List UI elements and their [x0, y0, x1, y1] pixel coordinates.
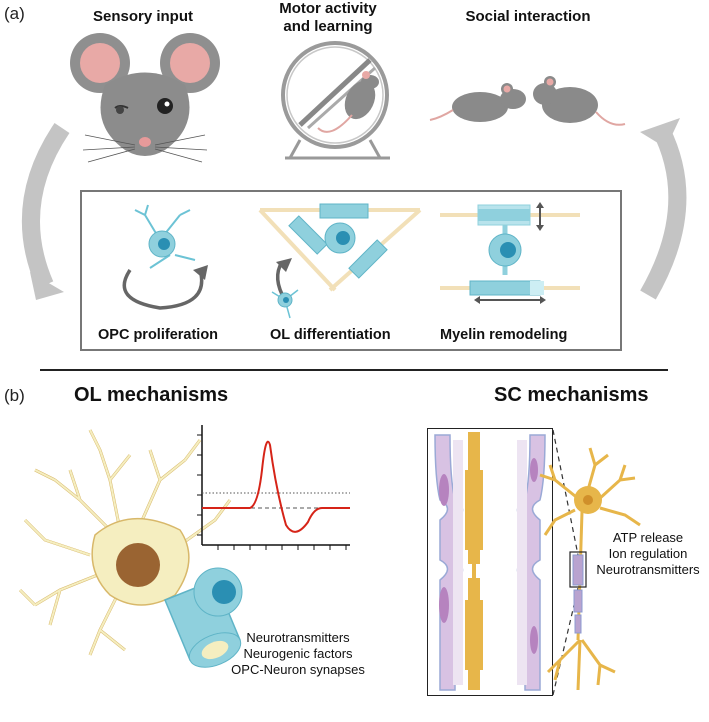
- panel-a-label: (a): [4, 4, 25, 23]
- myelin-remodeling-label: Myelin remodeling: [440, 327, 568, 343]
- ol-factor-item: Neurogenic factors: [243, 646, 353, 661]
- action-potential-trace: [202, 440, 350, 533]
- panel-divider: [40, 369, 668, 371]
- motor-activity-heading: Motor activity and learning: [268, 0, 388, 36]
- ol-mechanisms-title: OL mechanisms: [74, 384, 229, 406]
- sc-factor-item: Neurotransmitters: [596, 562, 700, 577]
- schwann-myelin-zoom: [434, 432, 546, 691]
- opc-cell-icon: [134, 204, 196, 269]
- neuron-nucleus: [116, 543, 160, 587]
- sc-zoom-marker: [569, 551, 587, 588]
- action-potential-plot: [197, 425, 350, 550]
- ol-factor-item: OPC-Neuron synapses: [231, 662, 365, 677]
- sc-factor-item: ATP release: [612, 530, 684, 545]
- opc-proliferation-label: OPC proliferation: [98, 327, 219, 343]
- left-arrowhead-icon: [30, 272, 64, 300]
- sc-mechanisms-title: SC mechanisms: [494, 384, 649, 406]
- motor-heading-line1: Motor activity: [279, 0, 377, 17]
- cycle-arrowhead-icon: [193, 265, 208, 280]
- social-interaction-heading: Social interaction: [465, 8, 591, 25]
- sc-factor-item: Ion regulation: [608, 546, 688, 561]
- panel-b-label: (b): [4, 386, 25, 405]
- motor-heading-line2: and learning: [283, 18, 373, 35]
- sc-neuron: [539, 447, 641, 691]
- ol-differentiation-label: OL differentiation: [270, 327, 391, 343]
- cycle-arrow: [122, 269, 204, 310]
- sc-zoom-box: [427, 428, 553, 696]
- ol-factor-item: Neurotransmitters: [246, 630, 350, 645]
- plasticity-box: [80, 190, 622, 351]
- sensory-input-heading: Sensory input: [92, 8, 193, 25]
- right-arrowhead-icon: [640, 118, 680, 148]
- small-opc-icon: [271, 289, 299, 319]
- ol-factor-list: Neurotransmitters Neurogenic factors OPC…: [218, 630, 378, 678]
- sc-factor-list: ATP release Ion regulation Neurotransmit…: [590, 530, 706, 578]
